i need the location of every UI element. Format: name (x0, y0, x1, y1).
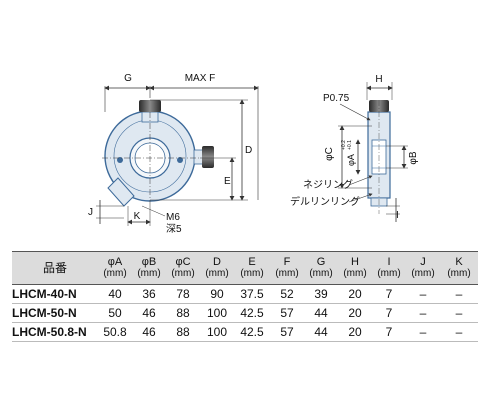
table-cell: 46 (132, 322, 166, 342)
table-cell: 20 (338, 322, 372, 342)
table-cell: – (440, 322, 478, 342)
table-cell: – (440, 303, 478, 323)
dim-k-label: K (134, 211, 141, 222)
thread-depth-label: 深5 (166, 223, 182, 235)
dim-phia-label: φA (346, 154, 356, 166)
table-cell: 88 (166, 322, 200, 342)
table-cell: 50 (98, 303, 132, 323)
table-row: LHCM-40-N 40 36 78 90 37.5 52 39 20 7 – … (12, 284, 478, 304)
spec-table: 品番 φA(mm) φB(mm) φC(mm) D(mm) E(mm) F(mm… (12, 251, 478, 342)
dim-e-label: E (224, 176, 231, 187)
table-cell: 44 (304, 303, 338, 323)
callout-derlin-ring: デルリンリング (290, 195, 360, 208)
table-cell: 100 (200, 322, 234, 342)
table-cell: 100 (200, 303, 234, 323)
table-cell: 42.5 (234, 303, 270, 323)
side-view: H P0.75 φC φA +0.2 +0.1 φB I ネジリング (290, 74, 419, 222)
table-cell: 7 (372, 303, 406, 323)
dim-g-label: G (124, 73, 132, 84)
table-cell: 57 (270, 303, 304, 323)
table-cell: 52 (270, 284, 304, 304)
table-cell: 37.5 (234, 284, 270, 304)
header-col: G(mm) (304, 251, 338, 285)
table-cell: 88 (166, 303, 200, 323)
table-cell: 40 (98, 284, 132, 304)
row-model: LHCM-40-N (12, 284, 98, 304)
table-row: LHCM-50-N 50 46 88 100 42.5 57 44 20 7 –… (12, 303, 478, 323)
header-col: I(mm) (372, 251, 406, 285)
header-col: D(mm) (200, 251, 234, 285)
table-cell: 36 (132, 284, 166, 304)
dim-j-label: J (88, 207, 93, 218)
header-col: φC(mm) (166, 251, 200, 285)
table-cell: 46 (132, 303, 166, 323)
header-col: J(mm) (406, 251, 440, 285)
screw-right-icon (177, 157, 183, 163)
table-row: LHCM-50.8-N 50.8 46 88 100 42.5 57 44 20… (12, 322, 478, 342)
row-model: LHCM-50.8-N (12, 322, 98, 342)
screw-left-icon (117, 157, 123, 163)
dim-phia-tol-bot: +0.1 (347, 140, 353, 150)
dim-phic-label: φC (324, 147, 335, 161)
dim-h-label: H (375, 74, 382, 85)
dim-phia-tol-top: +0.2 (341, 140, 347, 150)
table-cell: 44 (304, 322, 338, 342)
table-cell: 39 (304, 284, 338, 304)
dim-i-label: I (396, 210, 399, 221)
bottom-tab (107, 177, 135, 207)
header-col: H(mm) (338, 251, 372, 285)
technical-drawing: G MAX F D E (88, 73, 419, 235)
header-col: E(mm) (234, 251, 270, 285)
table-cell: 50.8 (98, 322, 132, 342)
side-knob-icon (202, 146, 214, 168)
table-cell: – (406, 322, 440, 342)
dim-p075-label: P0.75 (323, 93, 350, 104)
header-model: 品番 (12, 251, 98, 285)
table-cell: 90 (200, 284, 234, 304)
table-cell: 20 (338, 303, 372, 323)
table-cell: 42.5 (234, 322, 270, 342)
dim-maxf-label: MAX F (185, 73, 216, 84)
header-col: K(mm) (440, 251, 478, 285)
table-cell: 20 (338, 284, 372, 304)
header-col: F(mm) (270, 251, 304, 285)
table-cell: – (440, 284, 478, 304)
callout-neji-ring: ネジリング (303, 178, 353, 191)
table-cell: – (406, 303, 440, 323)
table-cell: 7 (372, 284, 406, 304)
header-col: φB(mm) (132, 251, 166, 285)
dim-phib-label: φB (408, 151, 419, 164)
table-cell: 78 (166, 284, 200, 304)
thread-m6-label: M6 (166, 212, 180, 223)
front-view: G MAX F D E (88, 73, 259, 235)
table-cell: 57 (270, 322, 304, 342)
top-knob-icon (139, 100, 161, 112)
dim-d-label: D (245, 145, 252, 156)
table-cell: 7 (372, 322, 406, 342)
table-cell: – (406, 284, 440, 304)
spec-header-row: 品番 φA(mm) φB(mm) φC(mm) D(mm) E(mm) F(mm… (12, 251, 478, 285)
row-model: LHCM-50-N (12, 303, 98, 323)
header-col: φA(mm) (98, 251, 132, 285)
